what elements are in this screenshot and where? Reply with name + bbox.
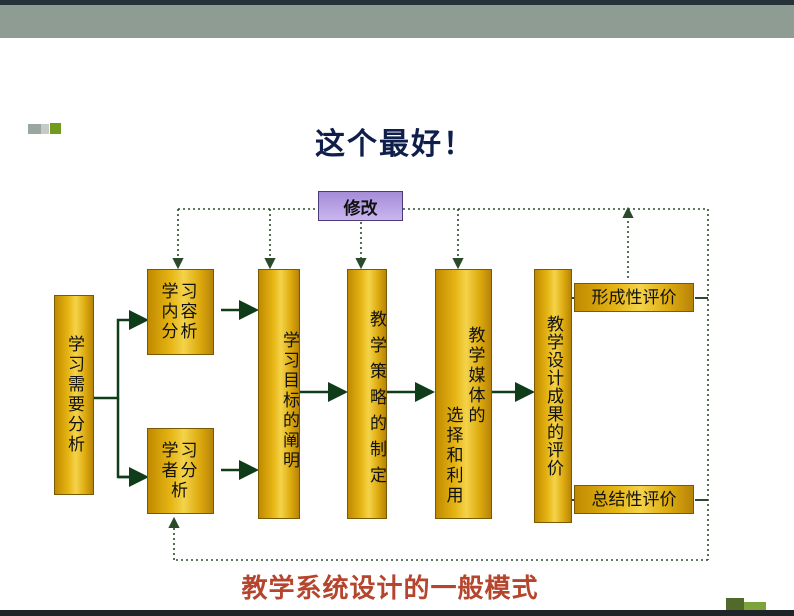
content-analysis-box: 学习内容分析 bbox=[147, 269, 214, 355]
media-box: 教学媒体的 选择和利用 bbox=[435, 269, 492, 519]
summative-evaluation-box: 总结性评价 bbox=[574, 485, 694, 514]
decor-square bbox=[744, 602, 766, 610]
feedback-lines bbox=[168, 206, 709, 561]
evaluation-box: 教学设计成果的评价 bbox=[534, 269, 572, 523]
needs-analysis-box: 学习需要分析 bbox=[54, 295, 94, 495]
decor-square bbox=[726, 598, 744, 610]
media-label-top: 教学媒体的 bbox=[464, 326, 485, 426]
objectives-box: 学习目标的阐明 bbox=[258, 269, 300, 519]
evaluation-bracket bbox=[572, 297, 708, 501]
media-label-bottom: 选择和利用 bbox=[442, 406, 463, 506]
flow-arrows bbox=[94, 300, 535, 487]
slide-subtitle: 教学系统设计的一般模式 bbox=[241, 574, 539, 604]
formative-evaluation-box: 形成性评价 bbox=[574, 283, 694, 312]
revise-box: 修改 bbox=[318, 191, 403, 221]
slide-title: 这个最好！ bbox=[315, 127, 475, 162]
bottom-strip bbox=[0, 610, 794, 616]
decor-square bbox=[50, 123, 61, 134]
strategy-box: 教学策略的制定 bbox=[347, 269, 387, 519]
decor-square bbox=[41, 124, 49, 134]
learner-analysis-box: 学习者分析 bbox=[147, 428, 214, 514]
header-band bbox=[0, 5, 794, 38]
decor-square bbox=[28, 124, 41, 134]
top-strip bbox=[0, 0, 794, 5]
